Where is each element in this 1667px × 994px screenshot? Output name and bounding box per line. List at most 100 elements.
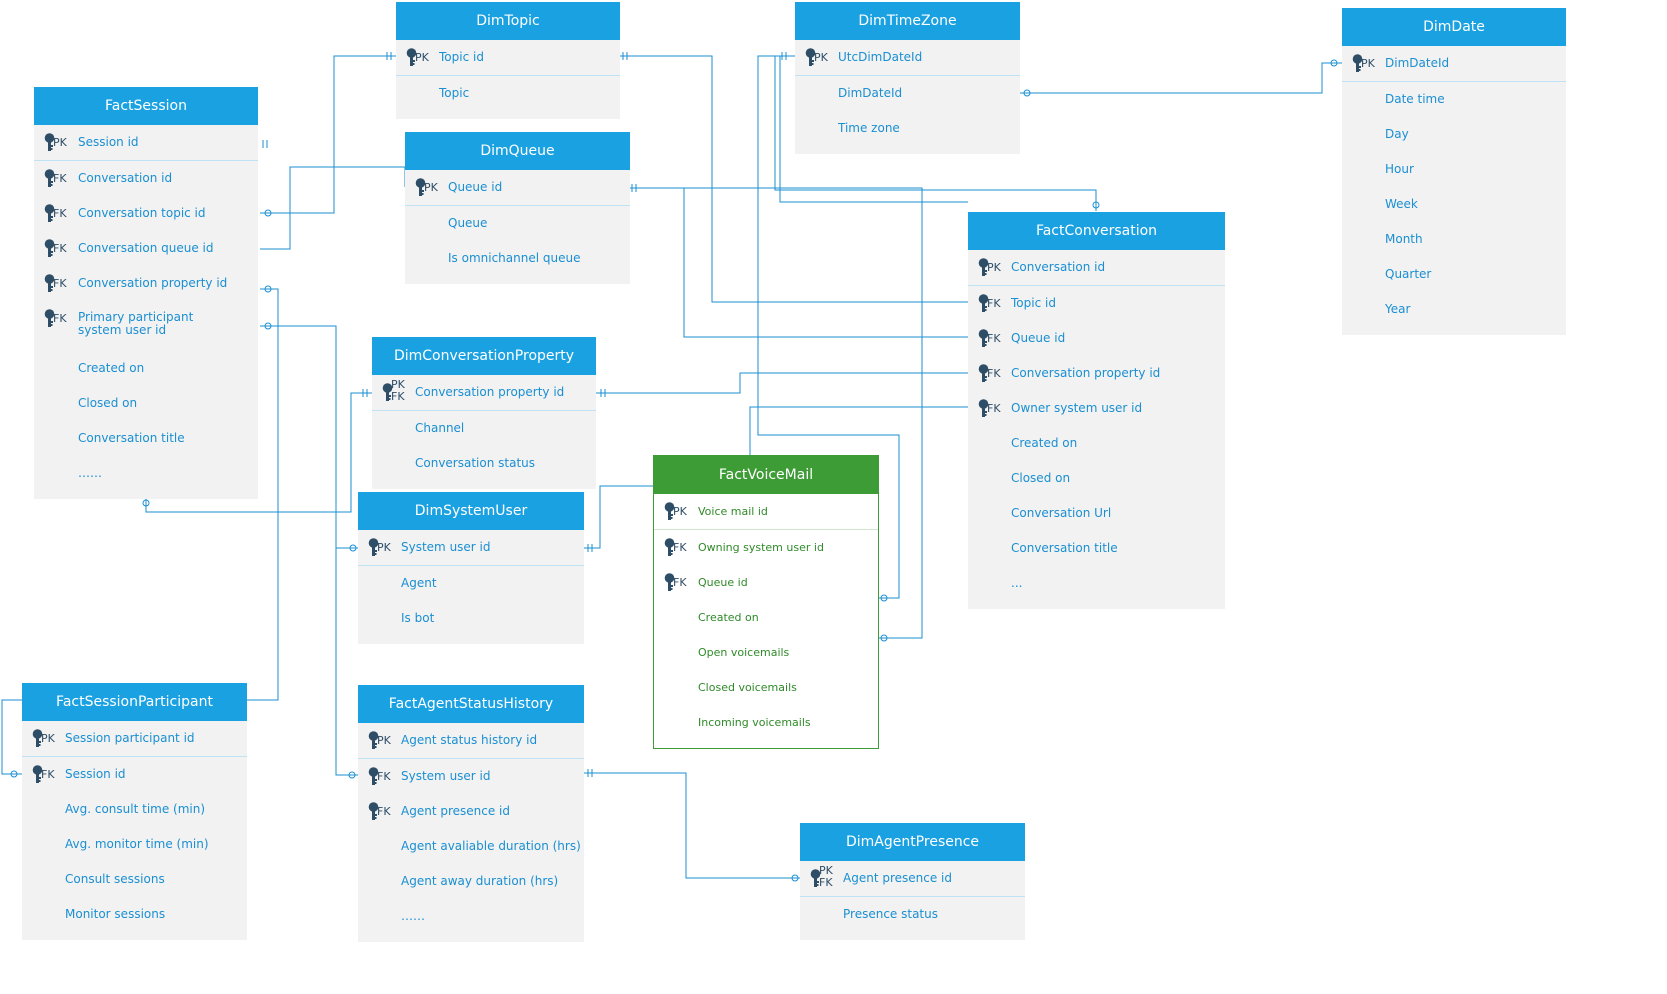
key-type-label: FK: [987, 402, 1001, 415]
attribute-row[interactable]: Created on: [968, 426, 1225, 461]
attribute-label: Channel: [415, 421, 465, 435]
attribute-row[interactable]: Queue: [405, 206, 630, 241]
connector-timezone-voicemail: [757, 55, 900, 599]
attribute-row[interactable]: Agent: [358, 566, 584, 601]
attribute-row[interactable]: DimDateId: [795, 76, 1020, 111]
attribute-row[interactable]: Time zone: [795, 111, 1020, 146]
attribute-row[interactable]: Open voicemails: [654, 635, 878, 670]
attribute-row[interactable]: Hour: [1342, 152, 1566, 187]
attribute-label: Topic id: [439, 50, 484, 64]
attribute-row[interactable]: Presence status: [800, 897, 1025, 932]
key-type-label: PK: [1361, 57, 1375, 70]
attribute-label: Voice mail id: [698, 505, 768, 518]
attribute-row[interactable]: Is omnichannel queue: [405, 241, 630, 276]
attribute-row[interactable]: Year: [1342, 292, 1566, 327]
attribute-row[interactable]: Conversation Url: [968, 496, 1225, 531]
attribute-label: Primary participant system user id: [78, 310, 194, 337]
attribute-label: Open voicemails: [698, 646, 790, 659]
attribute-row[interactable]: Week: [1342, 187, 1566, 222]
attribute-row[interactable]: ……: [358, 899, 584, 934]
attribute-row[interactable]: Avg. consult time (min): [22, 792, 247, 827]
attribute-label: Monitor sessions: [65, 907, 166, 921]
attribute-row[interactable]: Closed on: [34, 386, 258, 421]
attribute-row[interactable]: Incoming voicemails: [654, 705, 878, 740]
attribute-row[interactable]: Monitor sessions: [22, 897, 247, 932]
attribute-row[interactable]: Date time: [1342, 82, 1566, 117]
attribute-row[interactable]: Closed voicemails: [654, 670, 878, 705]
attribute-row[interactable]: Agent away duration (hrs): [358, 864, 584, 899]
attribute-label: Is bot: [401, 611, 435, 625]
attribute-row[interactable]: Consult sessions: [22, 862, 247, 897]
attribute-label: Is omnichannel queue: [448, 251, 581, 265]
attribute-label: Date time: [1385, 92, 1445, 106]
attribute-row[interactable]: Avg. monitor time (min): [22, 827, 247, 862]
attribute-row[interactable]: Month: [1342, 222, 1566, 257]
attribute-row[interactable]: Created on: [654, 600, 878, 635]
entity-title: DimTopic: [396, 2, 620, 40]
attribute-row[interactable]: Created on: [34, 351, 258, 386]
attribute-row[interactable]: Topic: [396, 76, 620, 111]
attribute-label: Session participant id: [65, 731, 195, 745]
attribute-label: Conversation topic id: [78, 206, 206, 220]
attribute-row[interactable]: Is bot: [358, 601, 584, 636]
attribute-row[interactable]: Channel: [372, 411, 596, 446]
connector-session-user: [260, 325, 358, 549]
attribute-label: Day: [1385, 127, 1409, 141]
attribute-row[interactable]: Agent avaliable duration (hrs): [358, 829, 584, 864]
attribute-label: Avg. monitor time (min): [65, 837, 209, 851]
attribute-row[interactable]: ...: [968, 566, 1225, 601]
attribute-row[interactable]: Conversation status: [372, 446, 596, 481]
key-type-label: FK: [53, 242, 67, 255]
key-type-label: PK: [53, 136, 67, 149]
attribute-row[interactable]: Quarter: [1342, 257, 1566, 292]
key-icon: [978, 364, 989, 382]
attribute-row[interactable]: Closed on: [968, 461, 1225, 496]
attribute-row[interactable]: Day: [1342, 117, 1566, 152]
attribute-row[interactable]: ……: [34, 456, 258, 491]
attribute-label: Time zone: [838, 121, 900, 135]
attribute-row[interactable]: Conversation title: [968, 531, 1225, 566]
attribute-row[interactable]: Conversation title: [34, 421, 258, 456]
attribute-label: Closed on: [78, 396, 138, 410]
attribute-label: Agent away duration (hrs): [401, 874, 559, 888]
